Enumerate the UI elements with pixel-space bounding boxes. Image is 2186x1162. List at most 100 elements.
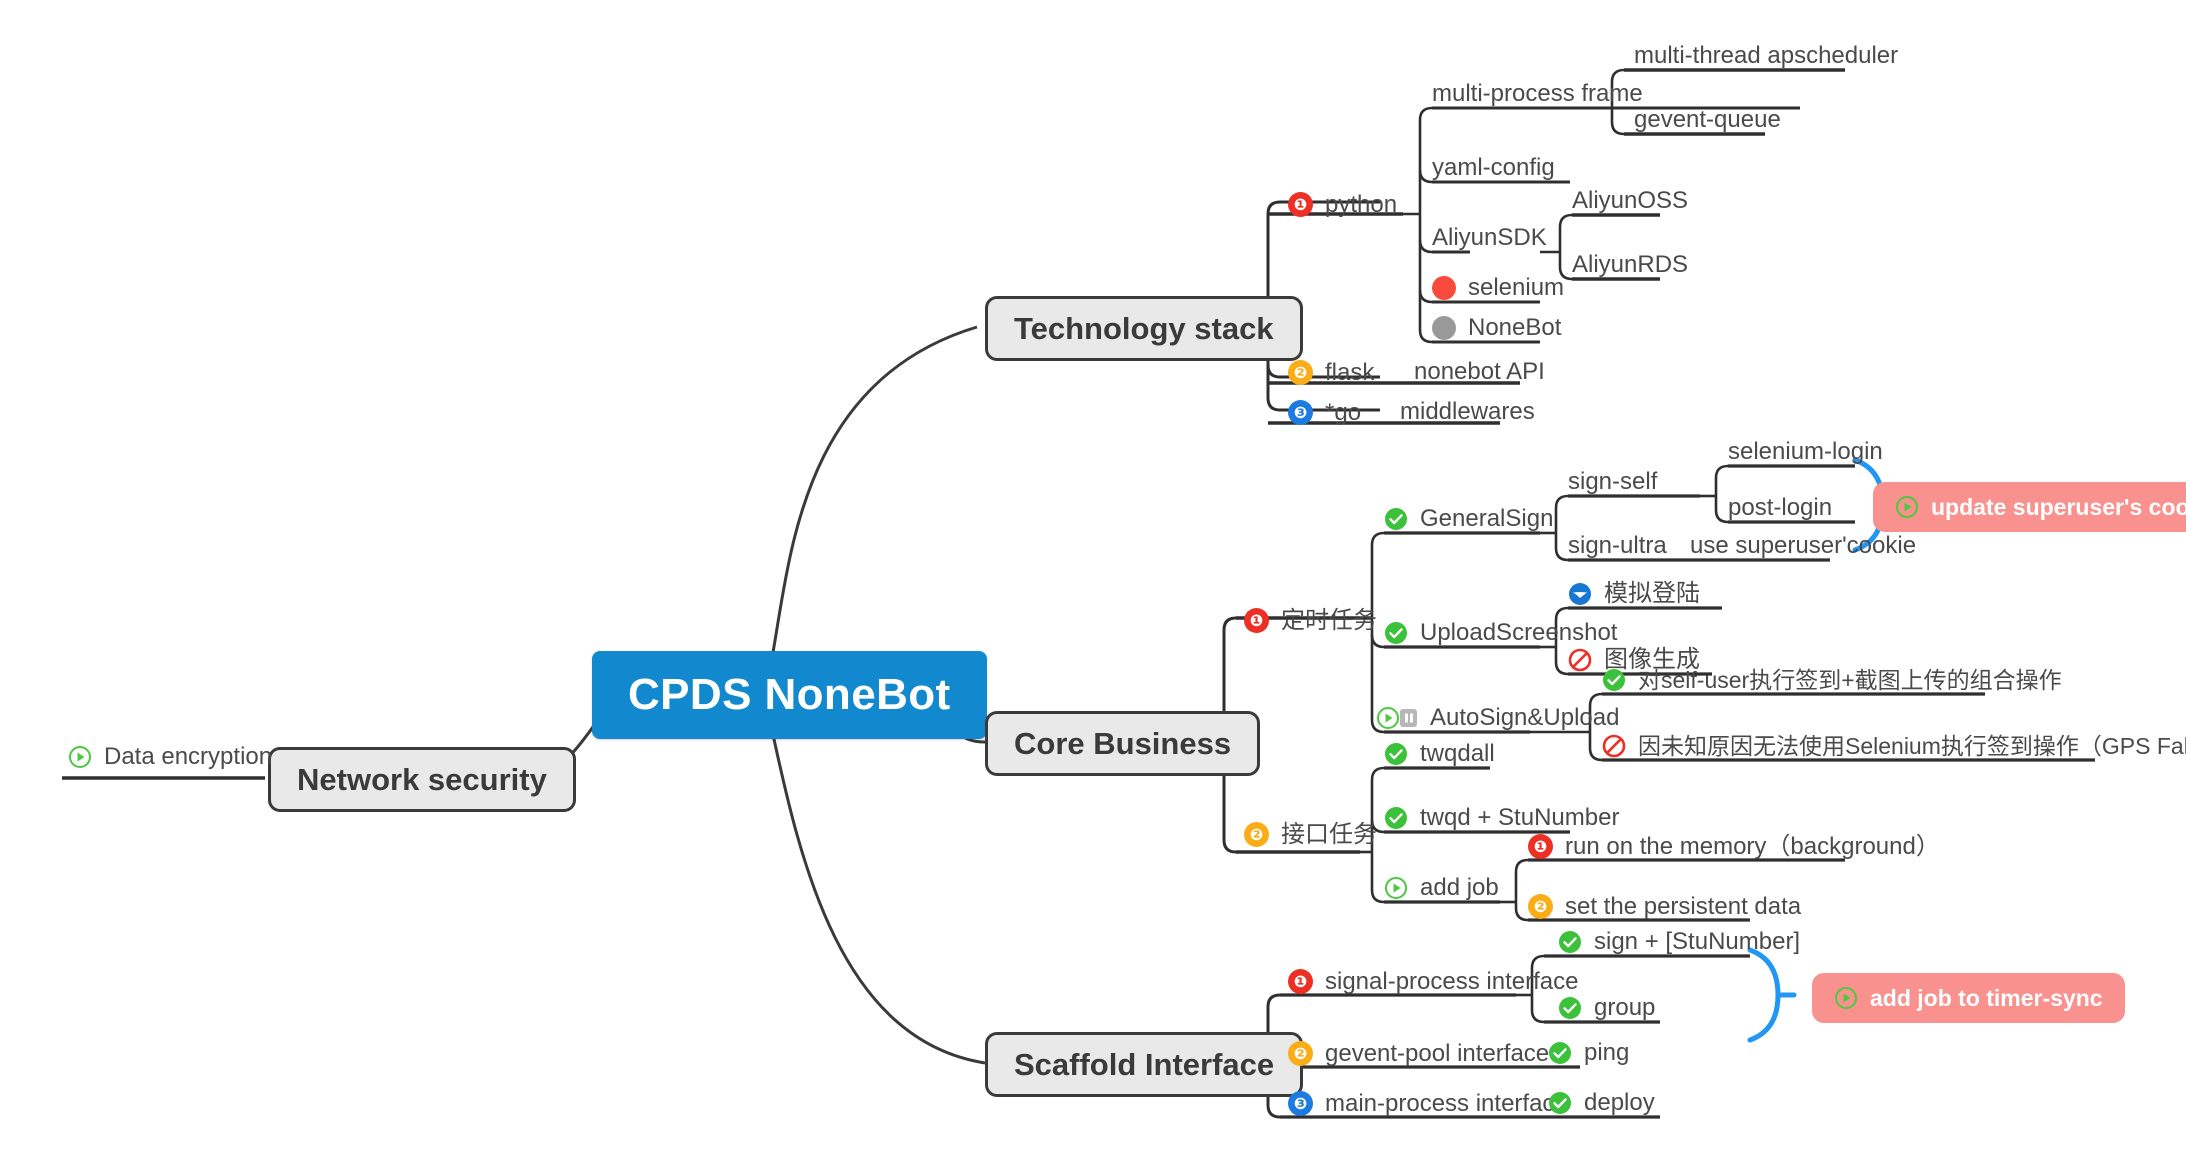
green-check-icon xyxy=(1384,621,1408,645)
topic-network-security[interactable]: Network security xyxy=(268,747,576,812)
leaf-sign-stunumber[interactable]: sign + [StuNumber] xyxy=(1558,930,1800,954)
leaf-label: python xyxy=(1325,190,1398,218)
leaf-twqd-stunumber[interactable]: twqd + StuNumber xyxy=(1384,806,1619,830)
play-circle-icon xyxy=(68,745,92,769)
leaf-label: use superuser'cookie xyxy=(1690,532,1917,559)
leaf-label: sign-self xyxy=(1568,468,1658,495)
leaf-aliyunrds[interactable]: AliyunRDS xyxy=(1572,253,1688,277)
badge-2-icon: ❷ xyxy=(1288,360,1313,385)
leaf-label: multi-thread apscheduler xyxy=(1634,42,1899,69)
topic-core-business[interactable]: Core Business xyxy=(985,711,1261,776)
leaf-label: sign + [StuNumber] xyxy=(1594,928,1801,955)
leaf-label: AliyunSDK xyxy=(1432,224,1547,251)
leaf-nonebot[interactable]: NoneBot xyxy=(1432,316,1561,340)
green-check-icon xyxy=(1384,742,1408,766)
leaf-middlewares[interactable]: middlewares xyxy=(1400,400,1535,424)
leaf-nonebot-api[interactable]: nonebot API xyxy=(1414,360,1545,384)
leaf-simulate-login[interactable]: 模拟登陆 xyxy=(1568,582,1700,606)
green-check-icon xyxy=(1558,930,1582,954)
leaf-python[interactable]: ❶ python xyxy=(1288,192,1397,217)
leaf-timed-task[interactable]: ❶ 定时任务 xyxy=(1244,608,1377,633)
leaf-twqdall[interactable]: twqdall xyxy=(1384,742,1495,766)
leaf-label: post-login xyxy=(1728,494,1833,521)
badge-3-icon: ❸ xyxy=(1288,400,1313,425)
leaf-label: set the persistent data xyxy=(1565,892,1802,920)
leaf-label: 模拟登陆 xyxy=(1604,580,1700,607)
leaf-set-persistent-data[interactable]: ❷ set the persistent data xyxy=(1528,894,1801,919)
leaf-gevent-pool-interface[interactable]: ❷ gevent-pool interface xyxy=(1288,1041,1549,1066)
badge-2-icon: ❷ xyxy=(1528,894,1553,919)
leaf-generalsign[interactable]: GeneralSign xyxy=(1384,507,1553,531)
leaf-label: yaml-config xyxy=(1432,154,1555,181)
leaf-label: middlewares xyxy=(1400,398,1535,425)
leaf-yaml-config[interactable]: yaml-config xyxy=(1432,156,1555,180)
leaf-label: flask xyxy=(1325,358,1375,386)
leaf-aliyunoss[interactable]: AliyunOSS xyxy=(1572,189,1688,213)
leaf-uploadscreenshot[interactable]: UploadScreenshot xyxy=(1384,621,1617,645)
leaf-ping[interactable]: ping xyxy=(1548,1041,1629,1065)
leaf-use-superuser-cookie[interactable]: use superuser'cookie xyxy=(1690,534,1916,558)
leaf-post-login[interactable]: post-login xyxy=(1728,496,1832,520)
leaf-label: 对self-user执行签到+截图上传的组合操作 xyxy=(1638,666,2062,693)
red-ban-icon xyxy=(1568,648,1592,672)
badge-3-icon: ❸ xyxy=(1288,1091,1313,1116)
leaf-add-job[interactable]: add job xyxy=(1384,876,1499,900)
topic-technology-stack[interactable]: Technology stack xyxy=(985,296,1303,361)
leaf-run-on-memory[interactable]: ❶ run on the memory（background） xyxy=(1528,834,1940,859)
leaf-autosign-desc[interactable]: 对self-user执行签到+截图上传的组合操作 xyxy=(1602,668,2062,692)
red-dot-icon xyxy=(1432,276,1456,300)
root-node[interactable]: CPDS NoneBot xyxy=(592,651,987,739)
leaf-label: 接口任务 xyxy=(1281,820,1377,848)
green-check-icon xyxy=(1384,507,1408,531)
leaf-flask[interactable]: ❷ flask xyxy=(1288,360,1374,385)
leaf-main-process-interface[interactable]: ❸ main-process interface xyxy=(1288,1091,1568,1116)
leaf-label: 因未知原因无法使用Selenium执行签到操作（GPS Faker） xyxy=(1638,732,2186,759)
leaf-sign-ultra[interactable]: sign-ultra xyxy=(1568,534,1667,558)
leaf-label: signal-process interface xyxy=(1325,967,1579,995)
leaf-label: multi-process frame xyxy=(1432,80,1643,107)
callout-add-job-to-timer-sync[interactable]: add job to timer-sync xyxy=(1812,973,2125,1023)
leaf-label: Data encryption xyxy=(104,743,273,770)
leaf-label: nonebot API xyxy=(1414,358,1545,385)
leaf-label: AutoSign&Upload xyxy=(1430,704,1620,731)
leaf-multi-thread-apscheduler[interactable]: multi-thread apscheduler xyxy=(1634,44,1898,68)
badge-1-icon: ❶ xyxy=(1288,969,1313,994)
leaf-image-generation[interactable]: 图像生成 xyxy=(1568,648,1700,672)
leaf-label: twqd + StuNumber xyxy=(1420,804,1620,831)
badge-1-icon: ❶ xyxy=(1288,192,1313,217)
leaf-aliyunsdk[interactable]: AliyunSDK xyxy=(1432,226,1547,250)
leaf-label: group xyxy=(1594,994,1656,1021)
leaf-label: gevent-pool interface xyxy=(1325,1039,1550,1067)
leaf-selenium-login[interactable]: selenium-login xyxy=(1728,440,1883,464)
leaf-label: gevent-queue xyxy=(1634,106,1781,133)
leaf-multi-process-frame[interactable]: multi-process frame xyxy=(1432,82,1643,106)
green-check-icon xyxy=(1384,806,1408,830)
leaf-autosign-upload[interactable]: AutoSign&Upload xyxy=(1376,706,1619,730)
leaf-autosign-issue[interactable]: 因未知原因无法使用Selenium执行签到操作（GPS Faker） xyxy=(1602,734,2186,758)
leaf-signal-process-interface[interactable]: ❶ signal-process interface xyxy=(1288,969,1578,994)
leaf-label: AliyunOSS xyxy=(1572,187,1689,214)
play-circle-pause-icon xyxy=(1376,706,1418,730)
gray-dot-icon xyxy=(1432,316,1456,340)
leaf-deploy[interactable]: deploy xyxy=(1548,1091,1655,1115)
green-check-icon xyxy=(1558,996,1582,1020)
badge-1-icon: ❶ xyxy=(1528,834,1553,859)
topic-scaffold-interface[interactable]: Scaffold Interface xyxy=(985,1032,1304,1097)
leaf-selenium[interactable]: selenium xyxy=(1432,276,1564,300)
callout-update-superuser-cookie[interactable]: update superuser's cookie xyxy=(1873,482,2186,532)
callout-label: update superuser's cookie xyxy=(1931,493,2186,520)
leaf-label: GeneralSign xyxy=(1420,505,1554,532)
leaf-data-encryption[interactable]: Data encryption xyxy=(68,745,272,769)
green-check-icon xyxy=(1548,1041,1572,1065)
red-ban-icon xyxy=(1602,734,1626,758)
leaf-api-task[interactable]: ❷ 接口任务 xyxy=(1244,822,1377,847)
leaf-label: deploy xyxy=(1584,1089,1655,1116)
badge-1-icon: ❶ xyxy=(1244,608,1269,633)
leaf-go[interactable]: ❸ *go xyxy=(1288,400,1361,425)
leaf-label: selenium-login xyxy=(1728,438,1883,465)
leaf-label: add job xyxy=(1420,874,1499,901)
leaf-sign-self[interactable]: sign-self xyxy=(1568,470,1657,494)
leaf-gevent-queue[interactable]: gevent-queue xyxy=(1634,108,1781,132)
leaf-group[interactable]: group xyxy=(1558,996,1655,1020)
